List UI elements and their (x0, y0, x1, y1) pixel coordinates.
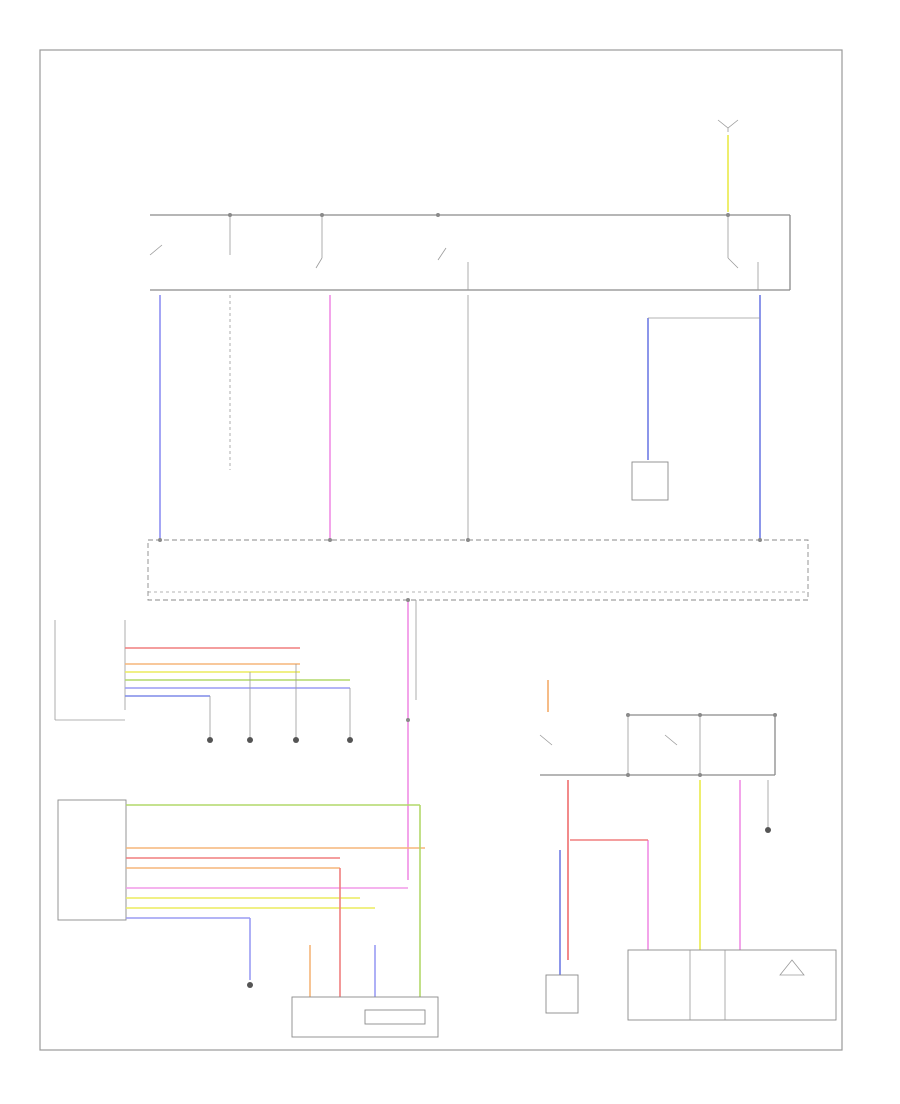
bottom-connector-inner (364, 1009, 426, 1025)
ignition-switch (149, 213, 759, 290)
ground-lower-left (247, 982, 253, 988)
ground-right (765, 827, 771, 833)
left-connector (54, 620, 126, 721)
body-control-module (147, 539, 809, 601)
junction-dots (158, 538, 762, 777)
lower-left-module (57, 799, 127, 921)
powertrain-control-module-lower (545, 974, 579, 1014)
top-power-source (717, 119, 739, 212)
warning-icon (779, 959, 805, 976)
ground-points-row (207, 664, 353, 743)
diagram-frame (39, 49, 843, 1051)
powertrain-control-module-upper (631, 461, 669, 501)
start-button-module (627, 949, 837, 1021)
